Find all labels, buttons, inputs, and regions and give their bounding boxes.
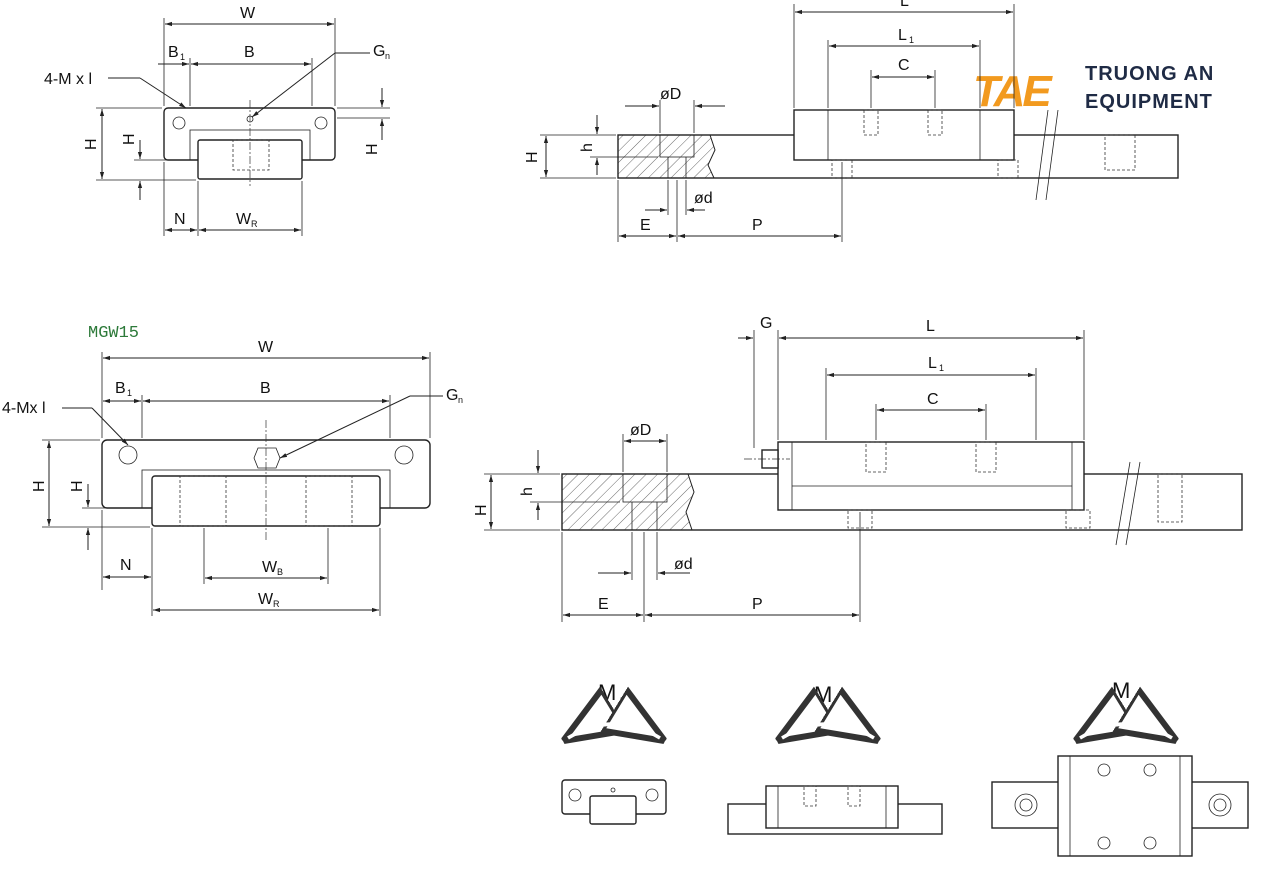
dim-B-mid: B [260,380,271,397]
dim-WR-mid: W [258,591,274,608]
dim-C-top: C [898,57,910,74]
end-view-mgw15: MGW15 W B 1 B G n 4-Mx l [2,324,463,616]
dim-N-mid: N [120,557,132,574]
dim-B1: B [168,44,179,61]
dim-WR-sub: R [251,219,258,229]
dim-C-mid: C [927,391,939,408]
dim-N: N [174,211,186,228]
screw-left-mid-icon [118,445,138,465]
dim-Gn-sub: n [385,51,390,61]
dim-P-mid: P [752,596,763,613]
dim-B1-sub: 1 [180,52,185,62]
dim-Gn-mid: G [446,387,458,404]
moment-MY-sub: Y [1137,694,1143,704]
dim-H: H [83,138,100,150]
side-view-mgw15: G L L 1 C øD H h ød [473,315,1243,622]
dim-L1-mid-sub: 1 [939,363,944,373]
dim-h-top: h [579,143,596,152]
moment-MP-label: M [814,682,832,707]
moment-MP: M P [727,682,943,835]
dim-WR-mid-sub: R [273,599,280,609]
end-view-top: W B 1 B G n 4-M x l H H H [44,5,390,236]
dim-WB: W [262,559,278,576]
dim-mxl: 4-M x l [44,71,92,88]
moment-MY: M Y [991,678,1249,857]
dim-d-mid: ød [674,556,693,573]
dim-H1: H [121,133,138,145]
dim-WR: W [236,211,252,228]
dim-W: W [240,5,256,22]
dim-B1-mid: B [115,380,126,397]
dim-mxl-mid: 4-Mx l [2,400,46,417]
screw-right-mid-icon [394,445,414,465]
dim-HR-mid: H [473,504,490,516]
grease-nipple-mid-icon [253,447,281,469]
logo-line1: TRUONG AN [1085,63,1214,85]
dim-L1-mid: L [928,355,937,372]
dim-L-top: L [900,0,909,10]
model-label: MGW15 [88,324,139,343]
moment-MP-sub: P [839,698,845,708]
dim-G: G [760,315,772,332]
company-logo: TAE TRUONG AN EQUIPMENT [973,63,1214,116]
side-view-top: L L 1 C øD H h ød [524,0,1179,242]
moment-MR-label: M [598,680,616,705]
dim-P-top: P [752,217,763,234]
dim-H-mid: H [31,480,48,492]
dim-WB-sub: B [277,567,283,577]
dim-H2: H [364,143,381,155]
dim-B1-mid-sub: 1 [127,388,132,398]
moment-MR-sub: R [620,696,627,706]
dim-E-mid: E [598,596,609,613]
dim-HR-top: H [524,151,541,163]
dim-d-top: ød [694,190,713,207]
dim-Gn-mid-sub: n [458,395,463,405]
dim-Gn: G [373,43,385,60]
logo-mark: TAE [973,67,1053,116]
moment-MR: M R [562,680,666,825]
dim-L1-top: L [898,27,907,44]
screw-right-icon [314,116,328,130]
screw-left-icon [172,116,186,130]
dim-L-mid: L [926,318,935,335]
dim-L1-top-sub: 1 [909,35,914,45]
dim-D-mid: øD [630,422,651,439]
dim-H1-mid: H [69,480,86,492]
dim-D-top: øD [660,86,681,103]
logo-line2: EQUIPMENT [1085,91,1213,113]
dim-E-top: E [640,217,651,234]
dim-W-mid: W [258,339,274,356]
dim-h-mid: h [519,487,536,496]
dim-B: B [244,44,255,61]
moment-MY-label: M [1112,678,1130,703]
